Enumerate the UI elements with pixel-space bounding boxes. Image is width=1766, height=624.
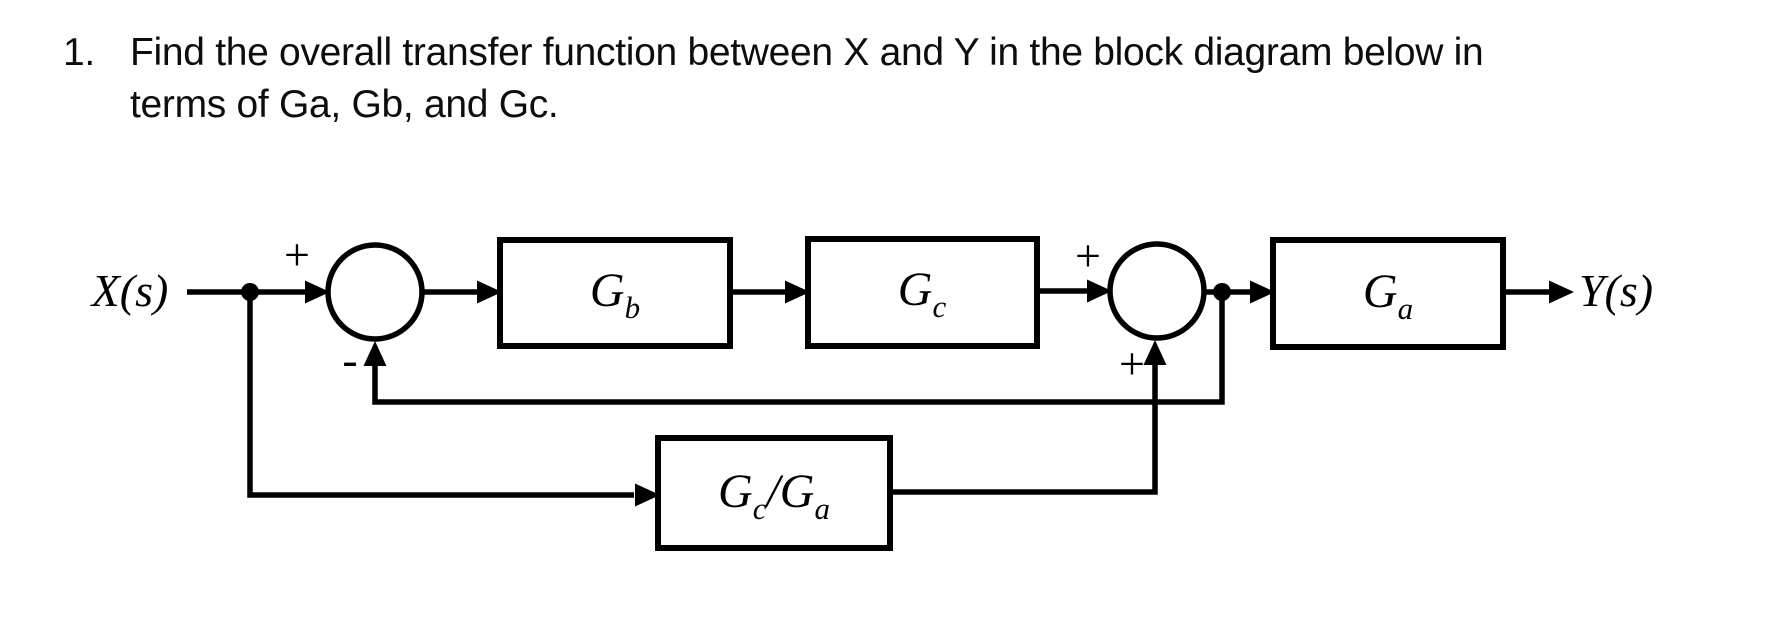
arrowhead-feedforward-into-sum2 [1143,340,1167,365]
question-line-1: Find the overall transfer function betwe… [130,31,1484,74]
sum2-plus-sign-bottom: + [1119,338,1145,389]
block-label-ga-sub: a [1398,291,1414,326]
block-label-gcga: Gc/Ga [718,465,830,526]
summing-junction-1 [325,242,425,342]
block-label-gb-sub: b [625,290,641,325]
block-label-gcga-main1: G [718,465,753,518]
block-label-gcga-sub1: c [753,491,767,526]
arrowhead-into-gc [785,280,810,304]
feedback-path [372,292,1225,405]
arrowhead-into-output [1549,280,1574,304]
sum1-minus-sign: - [342,334,357,385]
block-label-gb-main: G [590,264,625,317]
arrowhead-into-gcga [635,483,660,507]
question-number: 1. [63,31,95,74]
block-label-gb: Gb [590,264,640,325]
block-label-gc-sub: c [932,289,946,324]
arrowhead-feedback-into-sum1 [363,341,387,366]
sum1-plus-sign: + [284,229,310,280]
block-ga [1270,237,1506,350]
block-gcga [655,435,893,551]
feedforward-path-gcga-to-sum2 [890,363,1158,495]
sum2-plus-sign-top: + [1075,230,1101,281]
block-label-gc-main: G [898,263,933,316]
question: 1. Find the overall transfer function be… [63,27,1484,131]
input-label: X(s) [90,265,169,316]
feedforward-path-input-to-gcga [247,292,634,498]
output-label: Y(s) [1579,265,1653,316]
block-label-gcga-main2: G [780,465,815,518]
arrowhead-into-sum1 [305,280,330,304]
question-text: Find the overall transfer function betwe… [130,27,1484,131]
arrowhead-into-sum2 [1087,279,1112,303]
block-label-ga-main: G [1363,265,1398,318]
branch-dot-input [241,283,259,301]
arrowhead-into-gb [477,280,502,304]
block-label-gc: Gc [898,263,947,324]
block-label-gcga-sub2: a [814,491,830,526]
arrowhead-into-ga [1250,280,1275,304]
branch-dot-sum2-output [1213,283,1231,301]
summing-junction-2 [1107,241,1207,341]
block-label-gcga-slash: / [763,465,783,518]
block-label-ga: Ga [1363,265,1413,326]
block-gb [497,237,733,349]
question-line-2: terms of Ga, Gb, and Gc. [130,83,559,126]
